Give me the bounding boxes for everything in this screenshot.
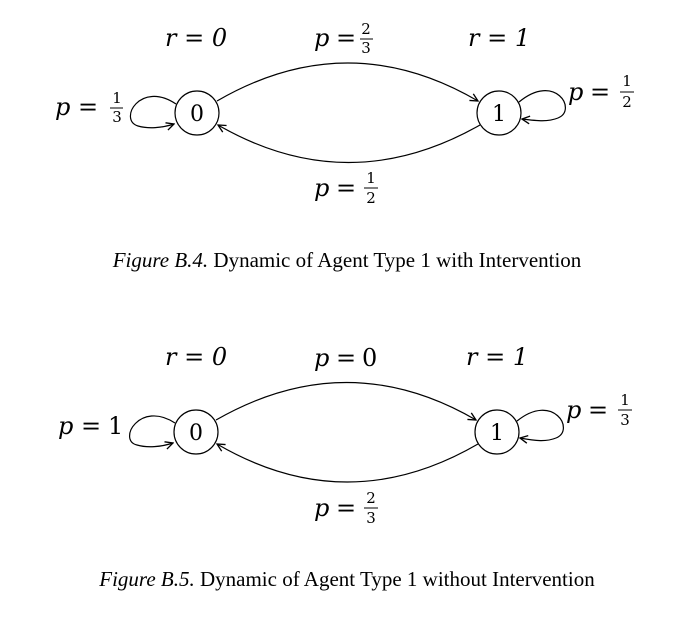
self-loop-arrow-state1 xyxy=(516,409,564,440)
figure-b4-diagram: r = 0 r = 1 p = 2 3 p = 1 3 p = 1 2 xyxy=(55,20,634,207)
svg-text:1: 1 xyxy=(108,412,123,440)
svg-text:=: = xyxy=(336,344,356,372)
self-loop-arrow-state1 xyxy=(518,90,566,121)
svg-text:0: 0 xyxy=(190,102,204,127)
svg-text:=: = xyxy=(590,78,610,106)
svg-text:p: p xyxy=(568,78,583,106)
figure-b5-caption-tag: Figure B.5. xyxy=(99,567,195,591)
svg-text:=: = xyxy=(588,396,608,424)
edge-label-1-to-0: p = 1 2 xyxy=(314,169,378,207)
svg-text:p: p xyxy=(314,344,329,372)
svg-text:3: 3 xyxy=(112,108,122,126)
edge-label-1-to-0: p = 2 3 xyxy=(314,489,378,527)
svg-text:1: 1 xyxy=(622,72,632,90)
reward-label-state0: r = 0 xyxy=(165,24,227,52)
reward-label-state1: r = 1 xyxy=(466,343,528,371)
svg-text:1: 1 xyxy=(490,421,504,446)
svg-text:=: = xyxy=(78,93,98,121)
figure-b4-caption: Figure B.4. Dynamic of Agent Type 1 with… xyxy=(0,248,694,273)
svg-text:0: 0 xyxy=(189,421,203,446)
svg-text:p: p xyxy=(58,412,73,440)
svg-text:2: 2 xyxy=(366,489,376,507)
svg-text:0: 0 xyxy=(362,344,377,372)
edge-arrow-0-to-1 xyxy=(215,382,476,421)
edge-label-0-to-1: p = 0 xyxy=(314,344,377,372)
self-loop-label-state0: p = 1 3 xyxy=(55,89,123,126)
edge-label-0-to-1: p = 2 3 xyxy=(314,20,373,57)
state-node-1: 1 xyxy=(476,90,522,136)
self-loop-label-state0: p = 1 xyxy=(58,412,123,440)
edge-arrow-1-to-0 xyxy=(218,125,481,163)
figure-b5-caption-text: Dynamic of Agent Type 1 without Interven… xyxy=(199,567,595,591)
svg-text:p: p xyxy=(566,396,581,424)
figure-b4-caption-tag: Figure B.4. xyxy=(112,248,209,272)
figure-b4-caption-text: Dynamic of Agent Type 1 with Interventio… xyxy=(213,248,582,272)
svg-text:1: 1 xyxy=(112,89,122,107)
svg-text:=: = xyxy=(336,24,356,52)
svg-text:1: 1 xyxy=(620,391,630,409)
svg-text:1: 1 xyxy=(492,102,506,127)
figure-b5-diagram: r = 0 r = 1 p = 0 p = 1 p = 1 3 p = xyxy=(58,343,632,527)
edge-arrow-1-to-0 xyxy=(217,444,479,483)
self-loop-label-state1: p = 1 3 xyxy=(566,391,632,429)
svg-text:3: 3 xyxy=(361,39,371,57)
figure-b5-caption: Figure B.5. Dynamic of Agent Type 1 with… xyxy=(0,567,694,592)
reward-label-state1: r = 1 xyxy=(468,24,530,52)
svg-text:=: = xyxy=(336,174,356,202)
state-node-1: 1 xyxy=(474,409,520,455)
reward-label-state0: r = 0 xyxy=(165,343,227,371)
self-loop-arrow-state0 xyxy=(129,415,176,447)
svg-text:p: p xyxy=(314,174,329,202)
svg-text:p: p xyxy=(55,93,70,121)
self-loop-arrow-state0 xyxy=(129,96,177,127)
svg-text:2: 2 xyxy=(361,20,371,38)
edge-arrow-0-to-1 xyxy=(216,62,478,101)
svg-text:p: p xyxy=(314,24,329,52)
svg-text:2: 2 xyxy=(366,189,376,207)
self-loop-label-state1: p = 1 2 xyxy=(568,72,634,111)
state-node-0: 0 xyxy=(173,409,219,455)
svg-text:3: 3 xyxy=(366,509,376,527)
svg-text:2: 2 xyxy=(622,93,632,111)
svg-text:3: 3 xyxy=(620,411,630,429)
state-node-0: 0 xyxy=(174,90,220,136)
svg-text:p: p xyxy=(314,494,329,522)
svg-text:1: 1 xyxy=(366,169,376,187)
svg-text:=: = xyxy=(81,412,101,440)
svg-text:=: = xyxy=(336,494,356,522)
